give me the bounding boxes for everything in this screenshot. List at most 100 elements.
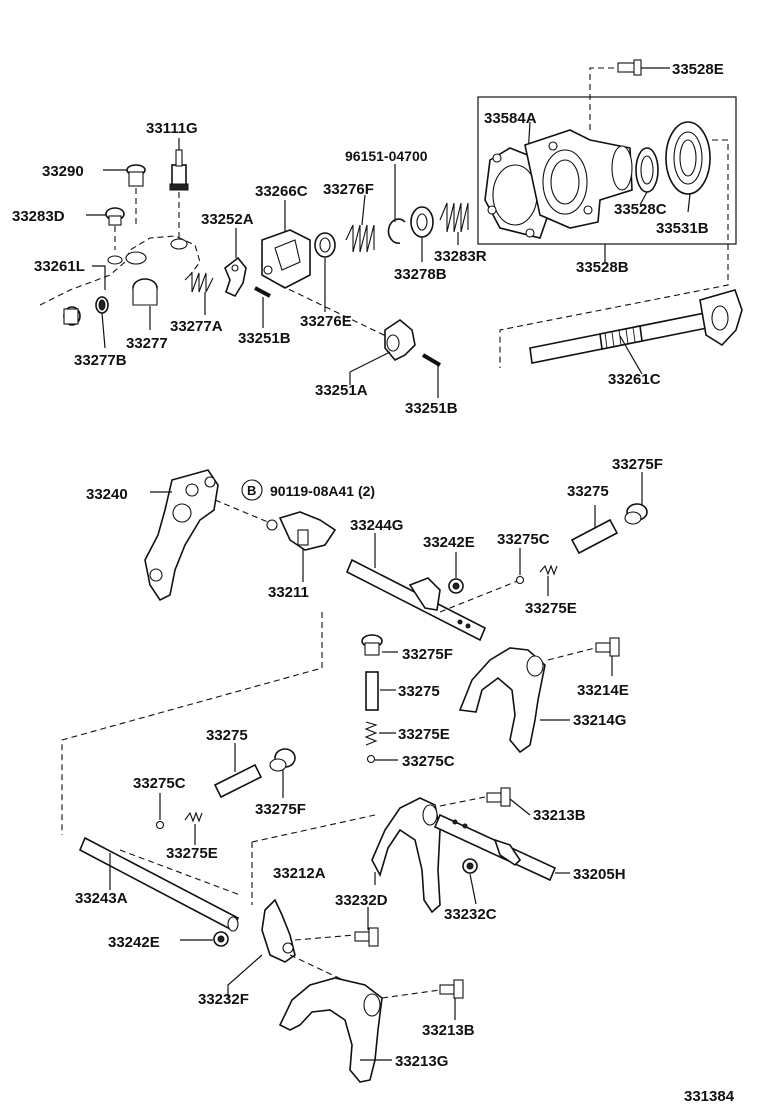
block-33266c bbox=[261, 229, 311, 289]
label-33242e-upper: 33242E bbox=[423, 534, 475, 551]
label-33276f: 33276F bbox=[323, 181, 374, 198]
callout-b-text: 90119-08A41 (2) bbox=[270, 483, 375, 499]
interlock-plate-33240 bbox=[144, 469, 219, 602]
shift-rail-33205h bbox=[433, 813, 557, 882]
ring-33276e bbox=[314, 232, 336, 258]
spring-33277a bbox=[184, 271, 214, 293]
label-33111g: 33111G bbox=[146, 120, 198, 137]
label-33252a: 33252A bbox=[201, 211, 254, 228]
label-33584a: 33584A bbox=[484, 110, 537, 127]
spring-33283r bbox=[439, 202, 469, 233]
plug-33275f-left bbox=[269, 748, 296, 772]
label-33283r: 33283R bbox=[434, 248, 487, 265]
label-33240: 33240 bbox=[86, 486, 128, 503]
plug-33275f-upper bbox=[624, 503, 648, 525]
label-33275f-middle: 33275F bbox=[402, 646, 453, 663]
label-33212a: 33212A bbox=[273, 865, 326, 882]
ring-33277b bbox=[95, 296, 109, 314]
shift-head-33251a bbox=[384, 319, 416, 361]
shift-rail-33243a bbox=[78, 836, 240, 932]
label-33214e: 33214E bbox=[577, 682, 629, 699]
label-33528b: 33528B bbox=[576, 259, 629, 276]
label-33275-left: 33275 bbox=[206, 727, 248, 744]
label-33275e-middle: 33275E bbox=[398, 726, 450, 743]
label-33214g: 33214G bbox=[573, 712, 626, 729]
snap-ring-96151-04700 bbox=[387, 218, 406, 244]
shift-head-33232f bbox=[261, 898, 296, 963]
bearing-33531b bbox=[665, 121, 711, 195]
bolt-33213b-lower bbox=[439, 979, 464, 999]
label-33213g: 33213G bbox=[395, 1053, 448, 1070]
label-33278b: 33278B bbox=[394, 266, 447, 283]
bush-33261l-small bbox=[63, 306, 81, 326]
label-33275f-upper: 33275F bbox=[612, 456, 663, 473]
pin-33251b-lower bbox=[421, 353, 442, 367]
label-33275-middle: 33275 bbox=[398, 683, 440, 700]
ball-33275c-left bbox=[155, 820, 165, 830]
callout-b-badge bbox=[241, 479, 263, 501]
figure-number: 331384 bbox=[684, 1088, 735, 1105]
shift-lever-shaft-33261c bbox=[529, 289, 743, 364]
bolt-33214e bbox=[595, 637, 620, 657]
label-33277b: 33277B bbox=[74, 352, 127, 369]
plug-33283d bbox=[105, 207, 125, 226]
label-33232c: 33232C bbox=[444, 906, 497, 923]
bush-33277 bbox=[132, 278, 158, 306]
label-33211: 33211 bbox=[268, 584, 309, 601]
spring-33275e-left bbox=[184, 811, 203, 823]
label-33275c-upper: 33275C bbox=[497, 531, 550, 548]
shift-head-33211 bbox=[266, 511, 337, 551]
breather-plug-33111g bbox=[169, 149, 189, 191]
label-33242e-lower: 33242E bbox=[108, 934, 160, 951]
shift-rail-33244g bbox=[345, 558, 487, 642]
label-33277: 33277 bbox=[126, 335, 168, 352]
label-33205h: 33205H bbox=[573, 866, 626, 883]
bolt-33232d bbox=[354, 927, 379, 947]
label-33232d: 33232D bbox=[335, 892, 388, 909]
washer-33278b bbox=[410, 206, 434, 238]
spring-33275e-upper bbox=[539, 564, 558, 576]
label-33251a: 33251A bbox=[315, 382, 368, 399]
label-33277a: 33277A bbox=[170, 318, 223, 335]
label-33251b-lower: 33251B bbox=[405, 400, 458, 417]
ball-33275c-middle bbox=[366, 754, 376, 764]
label-33283d: 33283D bbox=[12, 208, 65, 225]
label-33275c-middle: 33275C bbox=[402, 753, 455, 770]
nut-33242e-lower bbox=[213, 931, 229, 947]
plug-33290 bbox=[126, 164, 146, 187]
pin-33275-upper bbox=[570, 518, 619, 555]
label-33251b-upper: 33251B bbox=[238, 330, 291, 347]
label-33275-upper: 33275 bbox=[567, 483, 609, 500]
label-33275c-left: 33275C bbox=[133, 775, 186, 792]
bolt-33528e bbox=[617, 59, 670, 76]
spring-33276f bbox=[345, 224, 375, 253]
ball-33275c-upper bbox=[515, 575, 525, 585]
label-33528e: 33528E bbox=[672, 61, 724, 78]
label-33276e: 33276E bbox=[300, 313, 352, 330]
label-33266c: 33266C bbox=[255, 183, 308, 200]
rear-bearing-retainer bbox=[524, 129, 633, 229]
transfer-case-housing-33261l bbox=[39, 235, 201, 306]
label-33261l: 33261L bbox=[34, 258, 85, 275]
label-33261c: 33261C bbox=[608, 371, 661, 388]
label-33531b: 33531B bbox=[656, 220, 709, 237]
group-box-33528b bbox=[477, 96, 737, 245]
shift-fork-33214g bbox=[458, 647, 546, 754]
label-33213b-lower: 33213B bbox=[422, 1022, 475, 1039]
oil-seal-33528c bbox=[635, 147, 659, 193]
label-33213b-upper: 33213B bbox=[533, 807, 586, 824]
label-33528c: 33528C bbox=[614, 201, 667, 218]
label-33290: 33290 bbox=[42, 163, 84, 180]
pin-33251b-upper bbox=[254, 286, 271, 298]
label-33275e-upper: 33275E bbox=[525, 600, 577, 617]
shift-fork-33212a bbox=[371, 797, 441, 914]
nut-33232c bbox=[462, 858, 478, 874]
callout-b-letter: B bbox=[247, 483, 256, 498]
bolt-33213b-upper bbox=[486, 787, 511, 807]
label-33243a: 33243A bbox=[75, 890, 128, 907]
shift-fork-33213g bbox=[278, 977, 383, 1083]
lever-33252a bbox=[224, 256, 247, 298]
pin-33275-middle bbox=[365, 671, 379, 711]
